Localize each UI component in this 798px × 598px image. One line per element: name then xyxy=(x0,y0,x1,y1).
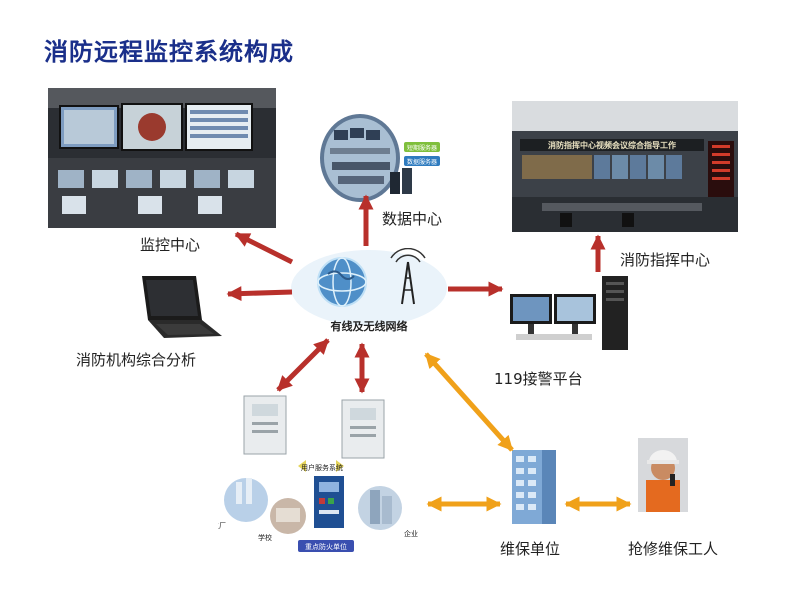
network-label: 有线及无线网络 xyxy=(331,319,408,333)
arrow-to-fire-agency xyxy=(226,286,293,302)
monitor-center-image xyxy=(48,88,276,228)
fire-command-center-image: 消防指挥中心视频会议综合指导工作 xyxy=(512,101,738,232)
maintenance-building-icon xyxy=(512,450,556,524)
data-center-badge-1: 短期服务器 xyxy=(407,144,437,152)
repair-worker-image xyxy=(638,438,688,512)
arrow-network-left-panel xyxy=(276,338,330,392)
arrow-network-maintenance xyxy=(424,352,514,452)
laptop-icon xyxy=(134,272,224,342)
data-center-badge-2: 数据服务器 xyxy=(407,158,437,166)
school-label: 学校 xyxy=(258,533,272,542)
factory-label: 工厂 xyxy=(218,522,226,530)
page-title: 消防远程监控系统构成 xyxy=(44,38,294,66)
fire-alarm-panel-left xyxy=(243,395,287,455)
user-service-cluster-image: 用户服务系统 工厂 学校 企业 重点防火单位 xyxy=(212,392,418,560)
fire-alarm-panel-right xyxy=(341,399,385,459)
radio-tower-icon xyxy=(390,247,426,305)
monitor-center-label: 监控中心 xyxy=(140,236,201,254)
maintenance-unit-label: 维保单位 xyxy=(500,540,561,558)
command-banner: 消防指挥中心视频会议综合指导工作 xyxy=(548,140,676,150)
key-unit-label: 重点防火单位 xyxy=(305,542,347,551)
alarm-platform-label: 119接警平台 xyxy=(494,370,583,388)
fire-agency-analysis-label: 消防机构综合分析 xyxy=(76,351,197,369)
enterprise-label: 企业 xyxy=(404,529,418,538)
user-service-system-label: 用户服务系统 xyxy=(301,463,343,472)
globe-icon xyxy=(318,258,366,306)
repair-worker-label: 抢修维保工人 xyxy=(628,540,719,558)
data-center-label: 数据中心 xyxy=(382,210,443,228)
network-image: 有线及无线网络 xyxy=(290,247,448,344)
alarm-platform-image xyxy=(506,272,632,354)
data-center-image: 短期服务器 数据服务器 xyxy=(316,108,444,204)
arrow-to-monitor-center xyxy=(234,231,294,265)
fire-command-center-label: 消防指挥中心 xyxy=(620,251,711,269)
